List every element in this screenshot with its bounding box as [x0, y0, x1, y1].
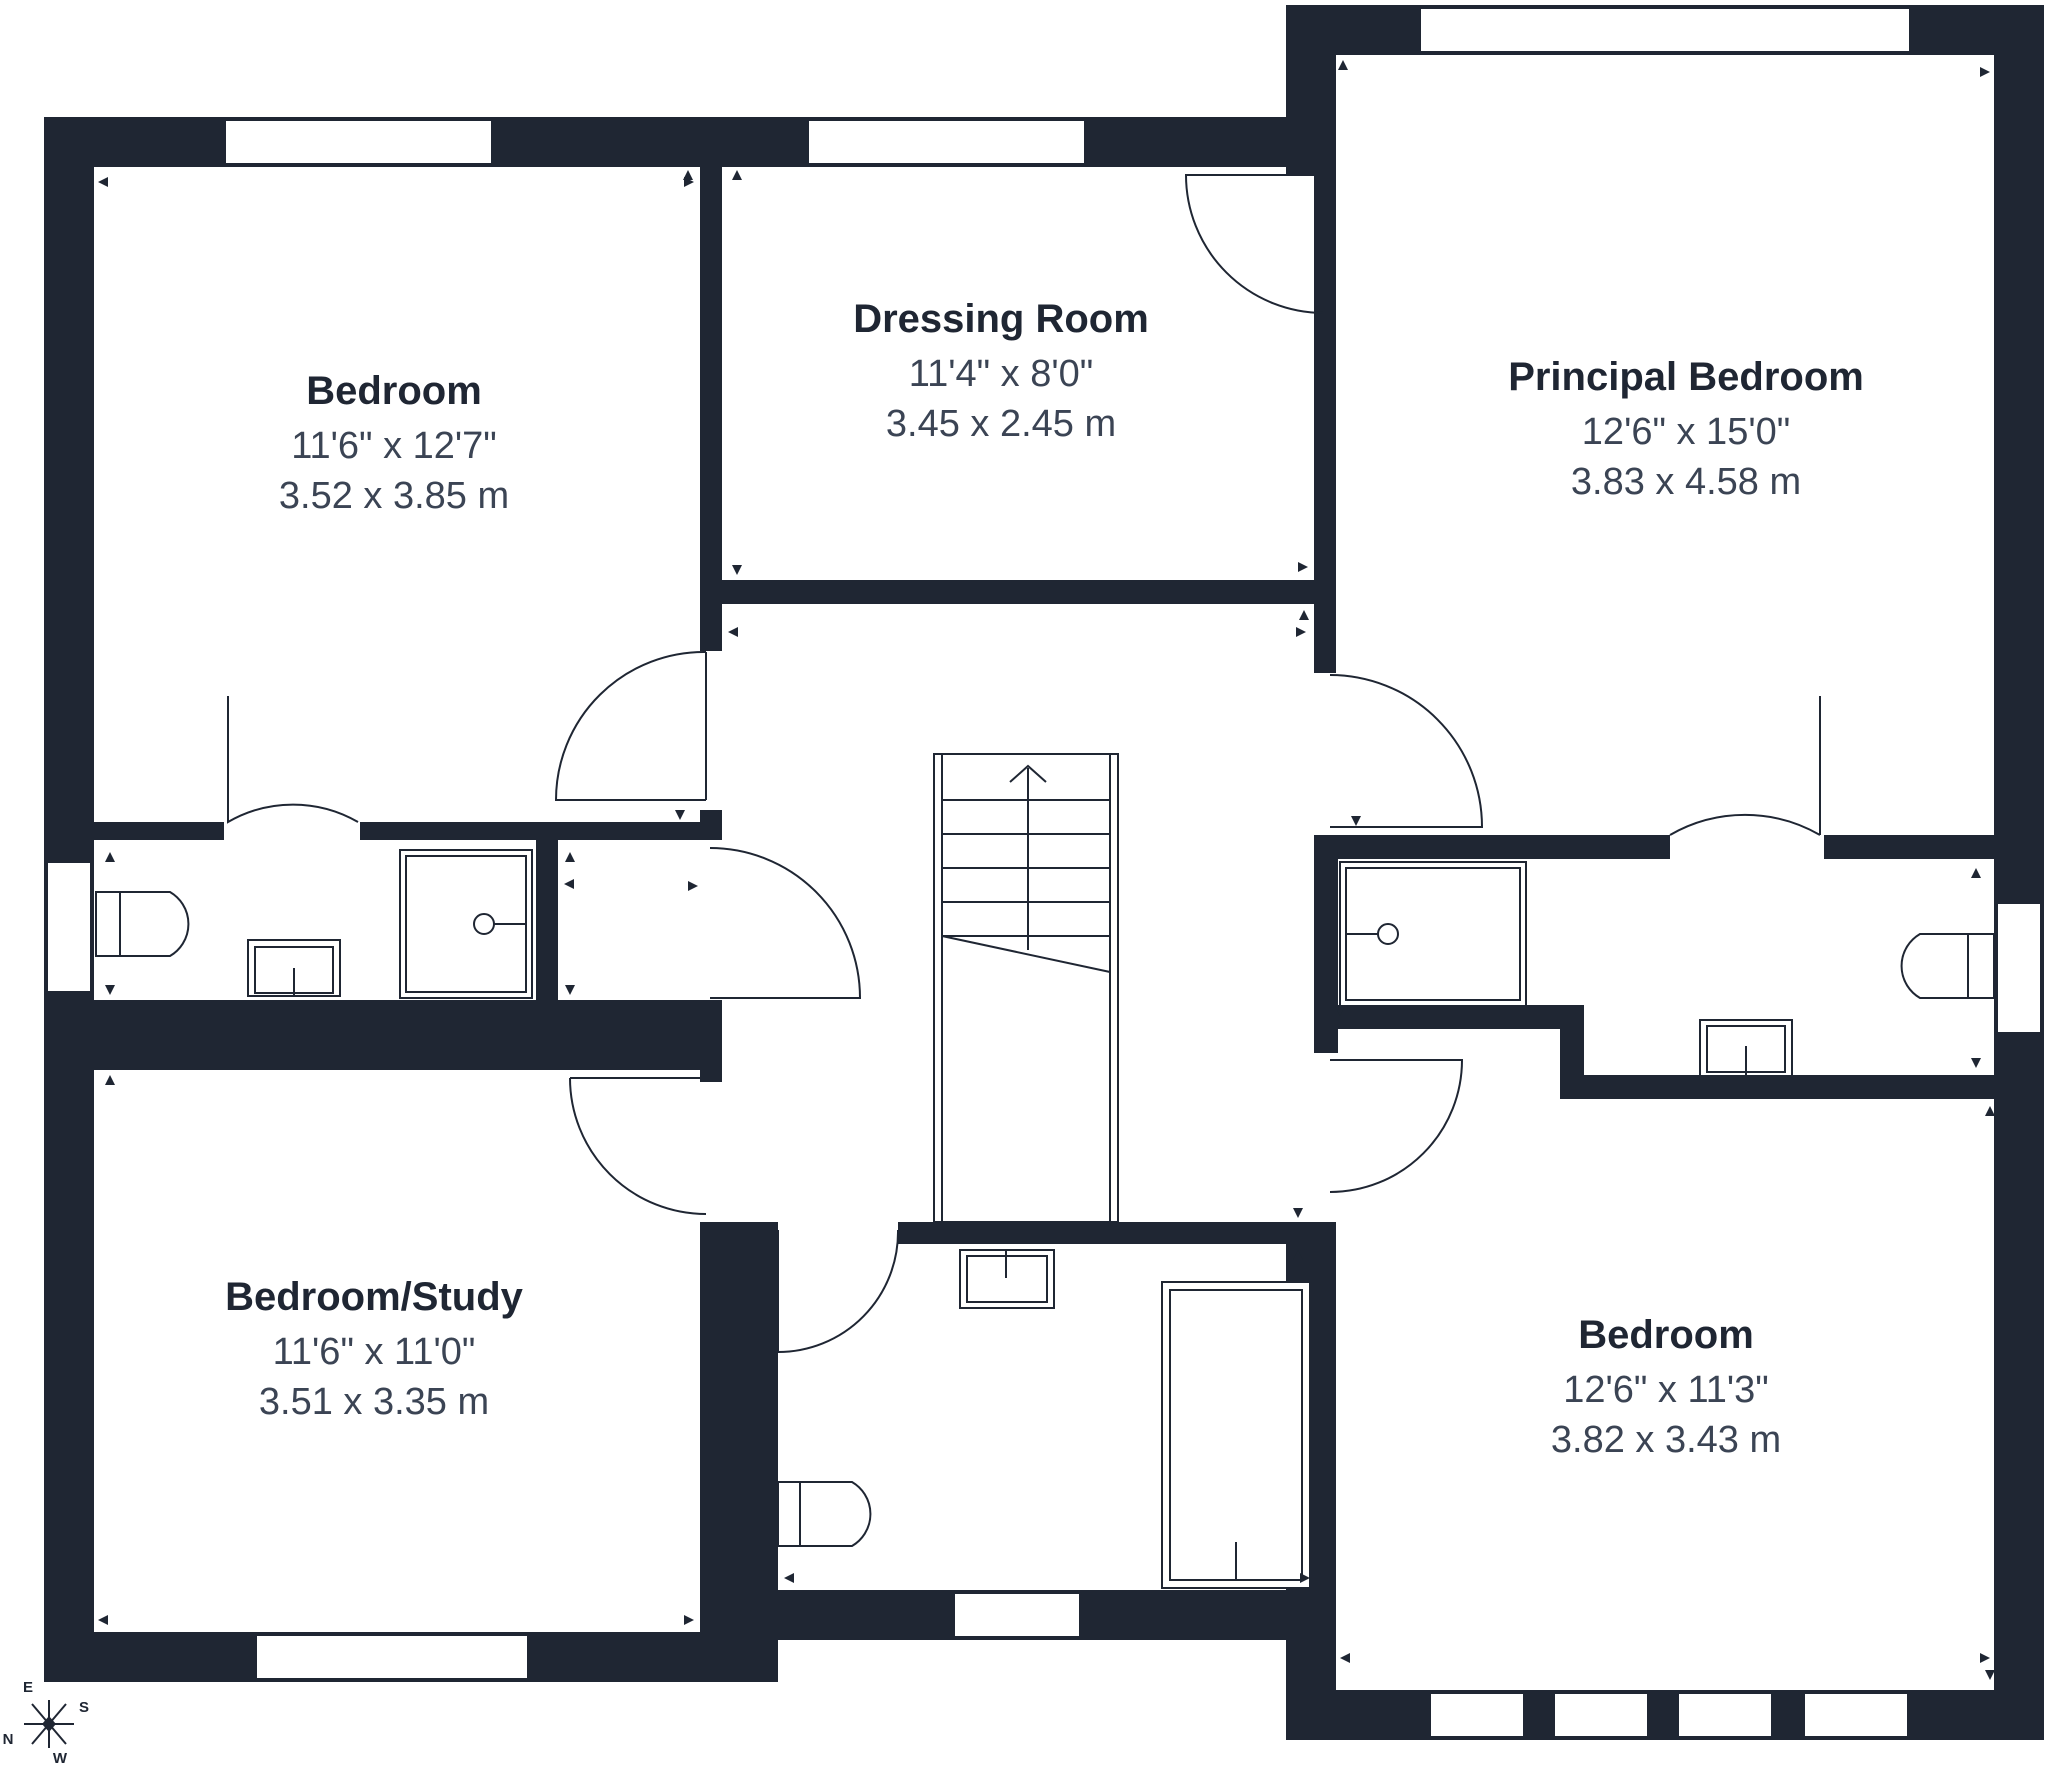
compass-east-label: E: [23, 1679, 33, 1696]
room-dimensions-imperial: 11'6" x 12'7": [291, 425, 497, 467]
room-dimensions-metric: 3.45 x 2.45 m: [886, 403, 1116, 445]
room-label-principal-bedroom: Principal Bedroom 12'6" x 15'0" 3.83 x 4…: [1508, 355, 1864, 503]
compass-west-label: W: [53, 1750, 68, 1766]
room-dimensions-imperial: 11'6" x 11'0": [273, 1331, 476, 1373]
room-dimensions-imperial: 11'4" x 8'0": [909, 353, 1093, 395]
room-dimensions-imperial: 12'6" x 15'0": [1582, 411, 1790, 453]
room-name: Principal Bedroom: [1508, 355, 1864, 399]
walls: [44, 5, 2044, 1740]
room-dimensions-metric: 3.83 x 4.58 m: [1571, 461, 1801, 503]
dimension-markers: [98, 60, 1995, 1680]
room-name: Bedroom: [306, 369, 482, 413]
room-dimensions-metric: 3.82 x 3.43 m: [1551, 1419, 1781, 1461]
room-label-bedroom-study: Bedroom/Study 11'6" x 11'0" 3.51 x 3.35 …: [225, 1275, 524, 1423]
room-label-bedroom-1: Bedroom 11'6" x 12'7" 3.52 x 3.85 m: [279, 369, 509, 517]
staircase: [933, 753, 1119, 1223]
compass-north-label: N: [3, 1731, 14, 1748]
compass-rose-icon: E S N W: [3, 1679, 89, 1766]
room-dimensions-metric: 3.52 x 3.85 m: [279, 475, 509, 517]
doors: [227, 174, 1821, 1354]
fixtures: [95, 849, 1995, 1589]
room-name: Bedroom: [1578, 1313, 1754, 1357]
compass-south-label: S: [79, 1699, 89, 1716]
room-label-bedroom-2: Bedroom 12'6" x 11'3" 3.82 x 3.43 m: [1551, 1313, 1781, 1461]
room-dimensions-metric: 3.51 x 3.35 m: [259, 1381, 489, 1423]
room-name: Bedroom/Study: [225, 1275, 524, 1319]
room-name: Dressing Room: [853, 297, 1149, 341]
room-label-dressing-room: Dressing Room 11'4" x 8'0" 3.45 x 2.45 m: [853, 297, 1149, 445]
room-dimensions-imperial: 12'6" x 11'3": [1563, 1369, 1769, 1411]
windows: [46, 7, 2042, 1738]
